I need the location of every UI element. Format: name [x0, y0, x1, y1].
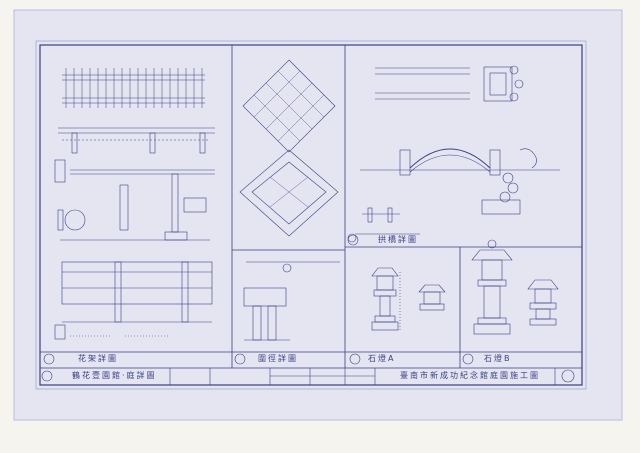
lantern-a-panel-title: 石燈A [368, 354, 396, 363]
panel-grid [40, 45, 582, 369]
lantern-b-panel-title: 石燈B [484, 354, 512, 363]
drawing-frame [39, 44, 583, 386]
paving-drawing [239, 59, 340, 341]
pergola-drawing [54, 68, 215, 340]
project-title: 臺南市新成功紀念館庭園施工圖 [400, 371, 540, 380]
lantern-a-drawing [371, 267, 446, 332]
lantern-b-drawing [471, 239, 559, 335]
paving-panel-title: 圍徑詳圖 [258, 354, 298, 363]
drawing-title: 鶴花壹園館‧庭詳圖 [72, 371, 157, 380]
bridge-drawing [347, 65, 560, 243]
bridge-panel-title: 拱橋詳圖 [378, 235, 418, 244]
title-block-lines [41, 234, 575, 385]
pergola-panel-title: 花架詳圖 [78, 354, 118, 363]
